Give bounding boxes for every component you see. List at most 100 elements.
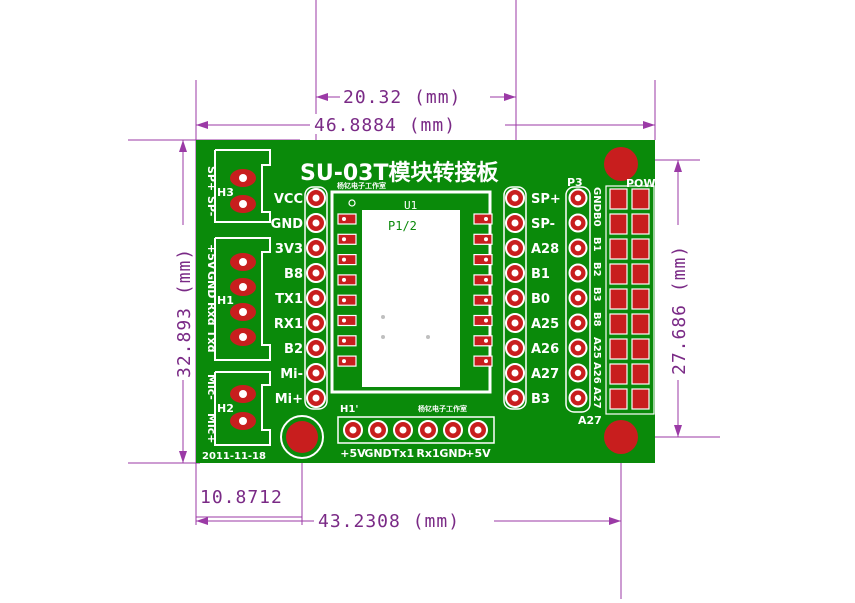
module-pad-right [473,213,493,225]
dim-top-outer: 46.8884 (mm) [314,115,456,136]
p3-pin-label: A25 [591,337,602,359]
pow-pad-left [609,313,628,335]
p3-pin: B0 [568,212,602,233]
h3-label-1: SP- [205,196,218,216]
left-pin-hole [312,219,320,227]
h1-label-0: +5V [205,244,218,270]
pow-pad-right [631,238,650,260]
module-pad-right [473,233,493,245]
right-pin-label: B0 [531,292,550,307]
bottom-header-outline [337,416,495,444]
p3-pin: A27 [568,387,602,409]
module-pin1-marker [348,199,356,207]
pow-pad-right [631,188,650,210]
module-ref: U1 [404,199,417,212]
p3-pin-hole [574,319,582,327]
right-pin: A27 [505,363,559,383]
module-pad-left [337,355,357,367]
module-pad-left-hole [342,277,346,282]
right-pin: A26 [505,338,559,358]
right-pin-label: A28 [531,242,559,257]
module-pad-left [337,213,357,225]
p3-pin: B2 [568,262,602,283]
left-pin-hole [312,269,320,277]
mounting-hole-bottom-left [286,421,318,453]
bottom-pin-label: GND [439,447,466,460]
module-u1-body [362,210,460,387]
p3-pin-hole [574,219,582,227]
p3-pin: B8 [568,312,602,333]
left-pin-hole [312,394,320,402]
module-pad-left-hole [342,338,346,343]
p3-pin: A25 [568,337,602,359]
pow-outline [605,185,655,415]
module-pad-right [473,274,493,286]
left-pin: Mi- [280,363,326,383]
left-pin-label: B2 [284,342,303,357]
bottom-pin: +5V [340,420,366,460]
bottom-pin-hole [424,426,432,434]
module-pad-right-hole [484,359,488,364]
right-pin-hole [511,244,519,252]
right-pin: A28 [505,238,559,258]
p3-pin-hole [574,269,582,277]
p3-ref: P3 [567,176,583,189]
left-pin-label: B8 [284,267,303,282]
pow-ref: POW [626,177,656,190]
right-pin: SP- [505,213,555,233]
dim-right-vertical: 27.686 (mm) [669,245,690,375]
right-header-outline [503,186,527,410]
h1-label-3: Txd [205,330,218,352]
p3-pin-label: B8 [591,312,602,327]
module-pad-left-hole [342,359,346,364]
module-dot-3 [426,335,430,339]
left-pin-hole [312,369,320,377]
p3-pin-hole [574,244,582,252]
module-pad-left [337,335,357,347]
module-pad-right-hole [484,257,488,262]
right-pin-hole [511,344,519,352]
left-pin: VCC [274,188,326,208]
left-pin-hole [312,194,320,202]
left-pin: TX1 [275,288,326,308]
p3-pin-hole [574,394,582,402]
pow-pad-left [609,288,628,310]
bottom-pin: GND [439,420,467,460]
module-pads [337,213,493,367]
left-pin-label: 3V3 [275,242,303,257]
p3-pin-label: B3 [591,287,602,302]
p3-pin-label: B1 [591,237,602,252]
header-h2: H2 Mic- Mic+ [205,371,271,446]
pow-pad-grid [609,188,650,410]
pow-pad-left [609,188,628,210]
right-pin-label: B1 [531,267,550,282]
pow-pad-left [609,213,628,235]
h2-label-1: Mic+ [205,413,218,443]
right-pin-label: B3 [531,392,550,407]
h1-label-1: GND [205,271,218,298]
header-h1: H1 +5V GND Rxd Txd [205,237,271,361]
dim-top-inner: 20.32 (mm) [343,87,461,108]
p3-pin-hole [574,369,582,377]
module-pad-right-hole [484,318,488,323]
left-pin-label: Mi+ [275,392,303,407]
bottom-pin: GND [364,420,392,460]
bottom-header-ref: H1' [340,404,358,415]
right-pin: A25 [505,313,559,333]
maker-label-left: 杨钇电子工作室 [337,181,386,190]
module-pad-left [337,254,357,266]
module-pad-left-hole [342,237,346,242]
bottom-pin-label: Rx1 [416,447,439,460]
p3-pin: GND [568,187,602,212]
bottom-pin-label: +5V [340,447,366,460]
pow-pad-right [631,313,650,335]
left-pin-label: GND [271,217,304,232]
h2-ref: H2 [217,402,234,415]
right-pin: B3 [505,388,550,408]
right-pin-hole [511,194,519,202]
maker-label-right: 杨钇电子工作室 [418,404,467,413]
left-pin-label: Mi- [280,367,303,382]
